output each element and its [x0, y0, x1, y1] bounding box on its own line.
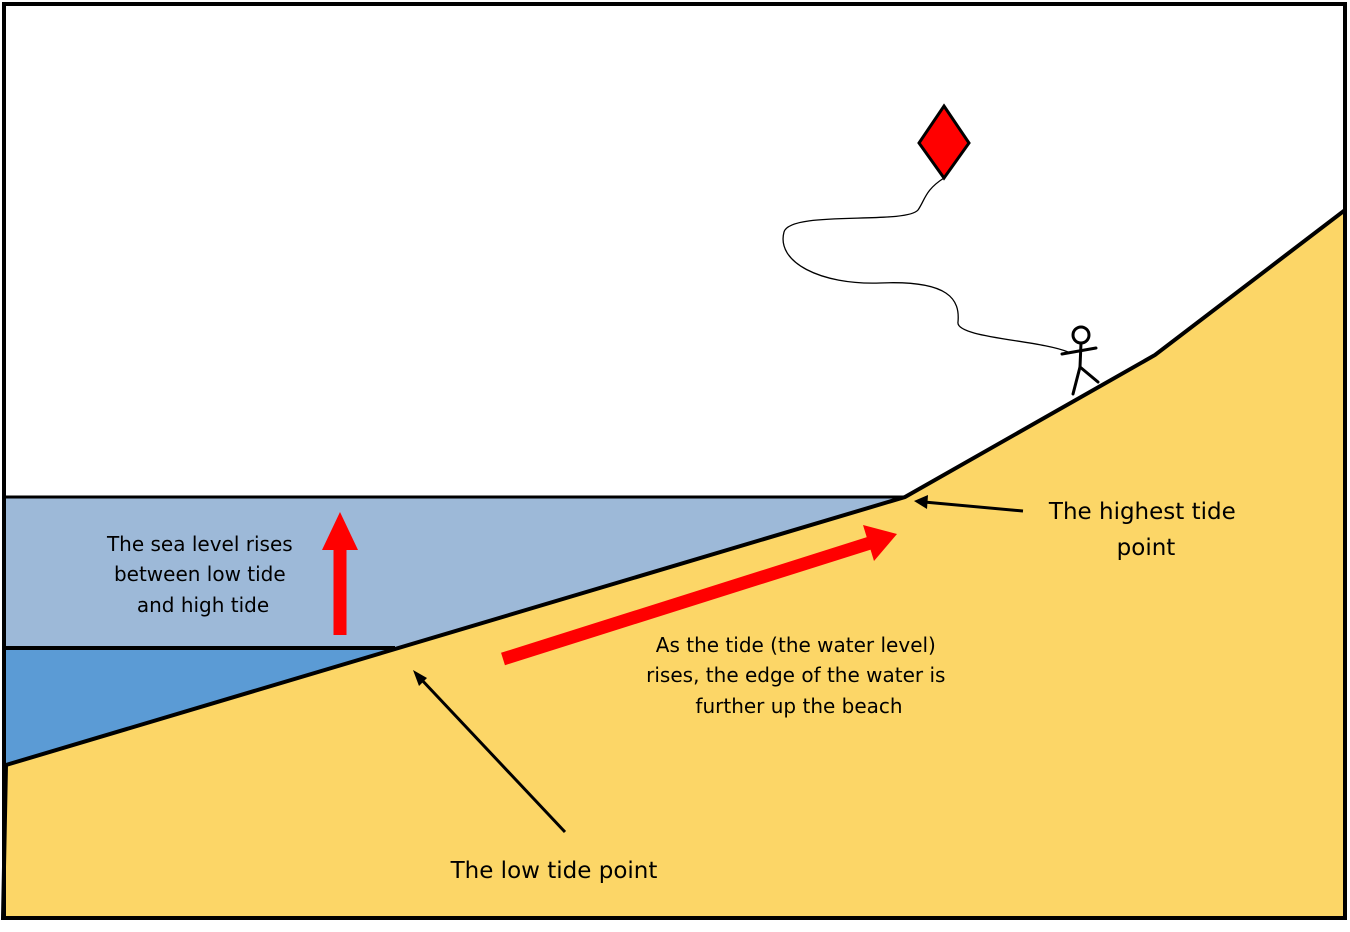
kite-string: [782, 177, 1069, 353]
pointer-arrows: [413, 495, 1024, 834]
highest-tide-pointer-head: [914, 495, 928, 509]
tide-rises-label: As the tide (the water level) rises, the…: [646, 633, 952, 718]
highest-tide-pointer-line: [923, 500, 1024, 513]
kite-icon: [917, 103, 971, 181]
sea-level-rise-arrow-head: [322, 512, 358, 550]
low-tide-point-label: The low tide point: [450, 858, 658, 884]
tide-edge-arrow-shaft: [501, 536, 872, 666]
tide-edge-arrow-head: [863, 525, 897, 561]
red-arrows: [322, 512, 897, 666]
person-flying-kite-icon: [1060, 325, 1100, 396]
sea-level-rises-label: The sea level rises between low tide and…: [106, 532, 299, 617]
low-tide-pointer-line: [418, 676, 567, 834]
low-tide-pointer-head: [413, 670, 427, 686]
highest-tide-point-label: The highest tide point: [1048, 499, 1243, 561]
